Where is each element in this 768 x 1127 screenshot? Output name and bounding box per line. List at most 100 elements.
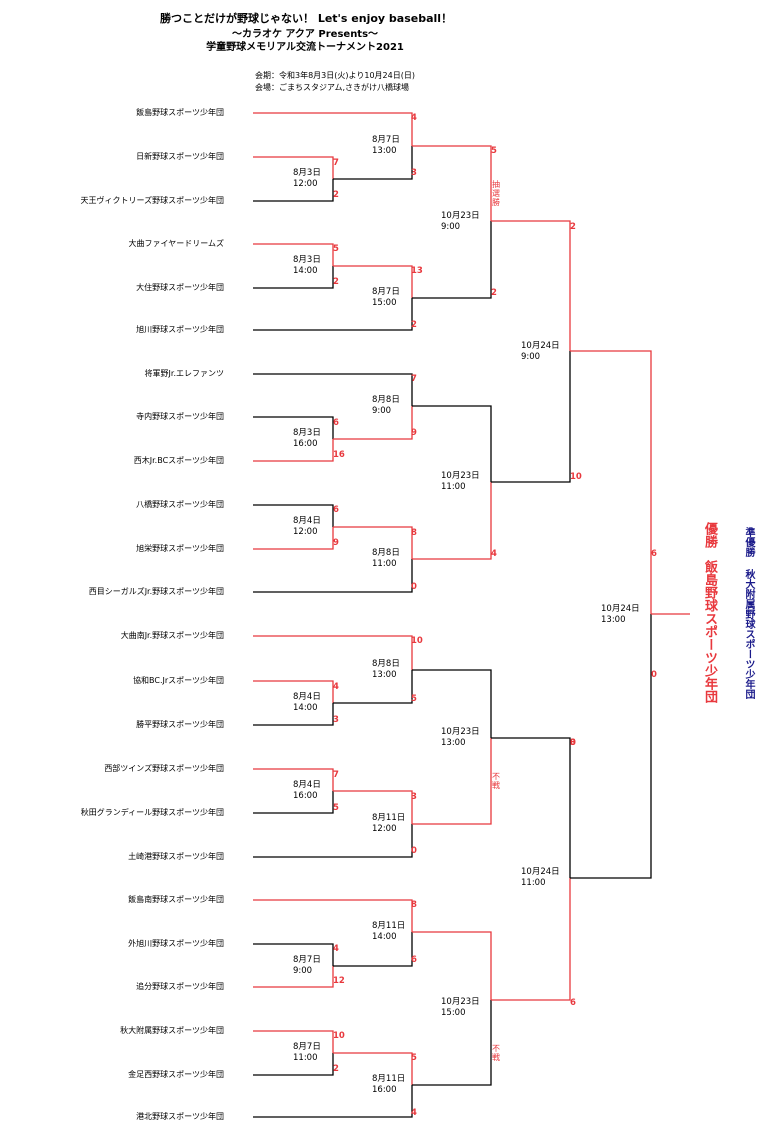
team-name: 飯島南野球スポーツ少年団 bbox=[128, 895, 224, 904]
bracket-line bbox=[333, 932, 413, 967]
score: 2 bbox=[333, 190, 339, 200]
score: 5 bbox=[333, 803, 339, 813]
score: 3 bbox=[411, 168, 417, 178]
bracket-line bbox=[253, 791, 334, 814]
score: 12 bbox=[333, 976, 345, 986]
bracket-line bbox=[333, 790, 413, 824]
champion-result: 優勝飯島野球スポーツ少年団 bbox=[700, 522, 719, 703]
team-name: 大住野球スポーツ少年団 bbox=[136, 283, 224, 292]
page-title: 勝つことだけが野球じゃない！ Let's enjoy baseball！ bbox=[160, 12, 453, 25]
score: 7 bbox=[333, 158, 339, 168]
team-name: 八橋野球スポーツ少年団 bbox=[136, 500, 224, 509]
score: 2 bbox=[491, 288, 497, 298]
score: 3 bbox=[333, 715, 339, 725]
bracket-line bbox=[253, 768, 334, 791]
team-name: 天王ヴィクトリーズ野球スポーツ少年団 bbox=[80, 196, 224, 205]
score: 2 bbox=[333, 277, 339, 287]
bracket-line bbox=[333, 406, 413, 440]
team-name: 追分野球スポーツ少年団 bbox=[136, 982, 224, 991]
score: 10 bbox=[570, 472, 582, 482]
score: 3 bbox=[570, 738, 576, 748]
champion-team: 飯島野球スポーツ少年団 bbox=[702, 560, 717, 703]
score: 4 bbox=[491, 549, 497, 559]
score: 2 bbox=[333, 1064, 339, 1074]
bracket-line bbox=[253, 527, 334, 550]
score: 5 bbox=[333, 244, 339, 254]
bracket-line bbox=[333, 670, 413, 704]
bracket-line bbox=[570, 614, 652, 879]
bracket-line bbox=[333, 146, 413, 180]
bracket-line bbox=[253, 416, 334, 439]
score: 6 bbox=[651, 549, 657, 559]
team-name: 秋大附属野球スポーツ少年団 bbox=[120, 1026, 224, 1035]
score: 8 bbox=[411, 528, 417, 538]
score: 4 bbox=[411, 1108, 417, 1118]
score: 6 bbox=[570, 998, 576, 1008]
score: 6 bbox=[333, 418, 339, 428]
bracket-line bbox=[253, 680, 334, 703]
bracket-line bbox=[491, 220, 571, 351]
bracket-line bbox=[412, 405, 492, 482]
team-name: 秋田グランディール野球スポーツ少年団 bbox=[80, 808, 224, 817]
bracket-line bbox=[253, 179, 334, 202]
team-name: 大曲ファイヤードリームズ bbox=[128, 239, 224, 248]
period-info: 会期：令和3年8月3日(火)より10月24日(日) bbox=[255, 71, 415, 80]
score: 0 bbox=[651, 670, 657, 680]
score: 5 bbox=[411, 694, 417, 704]
bracket-line bbox=[253, 899, 413, 932]
bracket-line bbox=[491, 737, 571, 878]
bracket-line bbox=[253, 373, 413, 406]
score: 0 bbox=[411, 846, 417, 856]
score: 13 bbox=[411, 266, 423, 276]
runner-up-result: 準優勝秋大附属野球スポーツ少年団 bbox=[741, 527, 756, 699]
team-name: 港北野球スポーツ少年団 bbox=[136, 1112, 224, 1121]
score: 3 bbox=[411, 792, 417, 802]
bracket-line bbox=[412, 221, 492, 299]
forfeit-note: 不戦 bbox=[492, 1044, 500, 1062]
team-name: 大曲南Jr.野球スポーツ少年団 bbox=[120, 631, 224, 640]
bracket-line bbox=[412, 482, 492, 560]
team-name: 旭川野球スポーツ少年団 bbox=[136, 325, 224, 334]
bracket-line bbox=[253, 966, 334, 988]
champion-label: 優勝 bbox=[702, 522, 717, 548]
bracket-line bbox=[333, 265, 413, 298]
tournament-name: 学童野球メモリアル交流トーナメント2021 bbox=[206, 42, 404, 53]
score: 7 bbox=[333, 770, 339, 780]
score: 10 bbox=[333, 1031, 345, 1041]
runner-up-label: 準優勝 bbox=[743, 527, 754, 557]
team-name: 旭栄野球スポーツ少年団 bbox=[136, 544, 224, 553]
bracket-line bbox=[333, 1052, 413, 1085]
score: 4 bbox=[333, 682, 339, 692]
score: 10 bbox=[411, 636, 423, 646]
forfeit-note: 不戦 bbox=[492, 772, 500, 790]
bracket-line bbox=[253, 156, 334, 179]
bracket-line bbox=[412, 145, 492, 221]
bracket-line bbox=[253, 1053, 334, 1076]
score: 5 bbox=[491, 146, 497, 156]
bracket-line bbox=[491, 878, 571, 1001]
bracket-line bbox=[253, 112, 413, 146]
bracket-line bbox=[253, 703, 334, 726]
score: 8 bbox=[411, 900, 417, 910]
bracket-line bbox=[253, 243, 334, 266]
team-name: 外旭川野球スポーツ少年団 bbox=[128, 939, 224, 948]
bracket-line bbox=[253, 1085, 413, 1118]
